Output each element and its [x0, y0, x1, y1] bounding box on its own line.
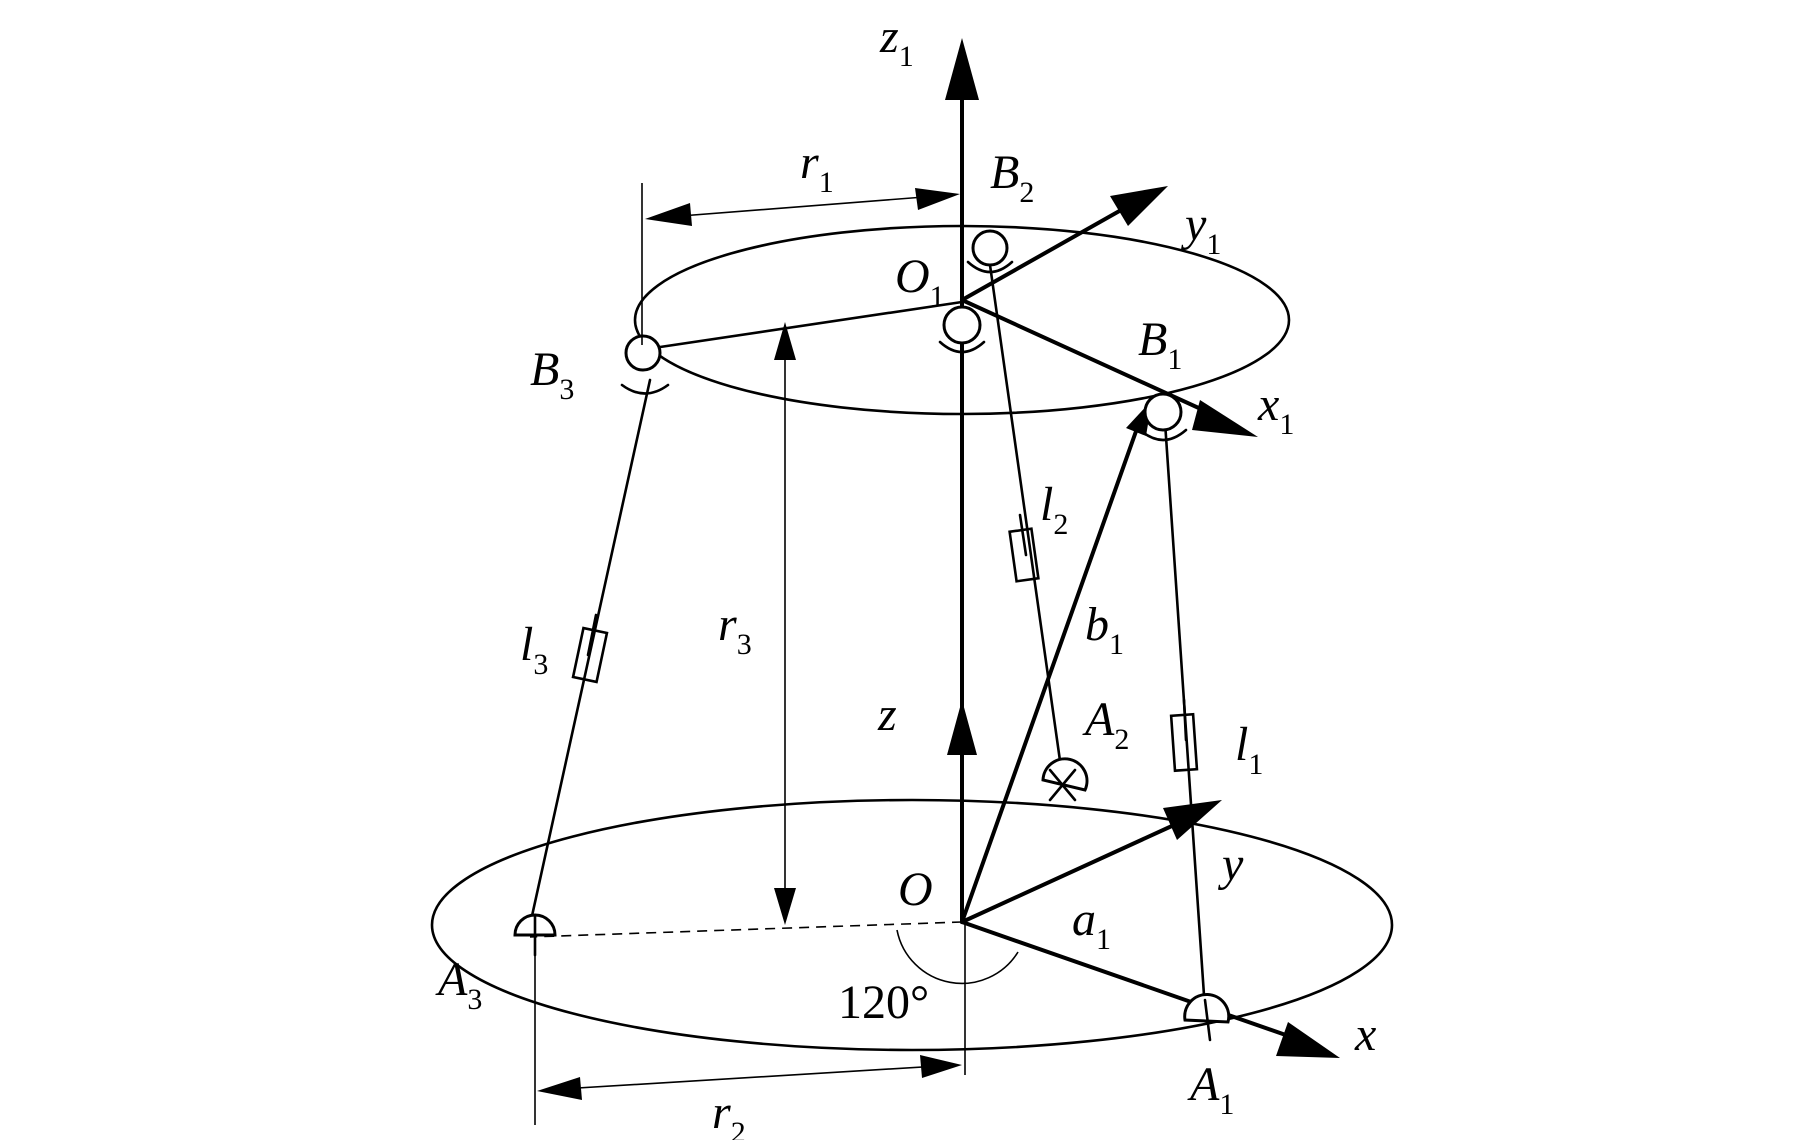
- z-axis-arrowhead: [947, 700, 977, 755]
- leg-l1-actuator-inner: [1182, 698, 1188, 742]
- base-radius-A3: [529, 921, 963, 938]
- dim-r3-arrow-top: [774, 322, 796, 360]
- label-r3: r3: [718, 598, 752, 661]
- joint-B1: [1143, 392, 1183, 432]
- leg-l2-actuator: [1008, 527, 1040, 583]
- y1-axis-arrowhead: [1110, 186, 1168, 226]
- label-l1: l1: [1235, 718, 1263, 781]
- dim-r1-arrow-right: [915, 188, 960, 210]
- label-A2: A2: [1082, 693, 1129, 756]
- label-z1: z1: [879, 10, 914, 73]
- label-B3: B3: [530, 343, 574, 406]
- label-r1: r1: [800, 136, 834, 199]
- leg-l2: [988, 263, 1065, 784]
- x-axis-arrowhead: [1276, 1022, 1340, 1058]
- label-y1: y1: [1180, 198, 1221, 261]
- label-l3: l3: [520, 618, 548, 681]
- label-O: O: [898, 863, 933, 916]
- joint-O1-cup: [938, 340, 986, 354]
- label-B1: B1: [1138, 313, 1182, 376]
- y1-axis: [960, 203, 1132, 302]
- vector-b1: [960, 418, 1142, 924]
- dim-r1-arrow-left: [645, 203, 692, 226]
- joint-A2: [1041, 757, 1089, 792]
- dim-r2-arrow-left: [537, 1077, 582, 1100]
- dim-r3-arrow-bottom: [774, 888, 796, 925]
- label-x: x: [1354, 1008, 1376, 1061]
- z1-axis-arrowhead: [945, 38, 979, 100]
- dim-r2: [544, 1064, 956, 1091]
- joint-A2-cross-b: [1048, 768, 1077, 802]
- joint-B1-cup: [1138, 428, 1188, 442]
- label-r2: r2: [712, 1086, 746, 1140]
- y-axis: [960, 818, 1187, 924]
- base-ellipse: [430, 798, 1394, 1052]
- x1-axis-arrowhead: [1192, 400, 1258, 437]
- x-axis: [960, 920, 1302, 1042]
- label-b1: b1: [1085, 598, 1124, 661]
- angle-arc: [896, 929, 1019, 985]
- x1-axis: [960, 298, 1227, 422]
- joint-B3-cup: [620, 383, 670, 395]
- label-A3: A3: [435, 953, 482, 1016]
- leg-l1-actuator: [1169, 712, 1199, 773]
- label-A1: A1: [1187, 1058, 1234, 1121]
- leg-l2-actuator-inner: [1018, 513, 1028, 557]
- joint-O1: [942, 305, 982, 345]
- label-angle-120: 120°: [838, 976, 929, 1029]
- label-z: z: [877, 688, 897, 741]
- label-y: y: [1217, 838, 1244, 891]
- leg-l3-actuator: [571, 626, 609, 684]
- joint-B2-cup: [966, 260, 1014, 274]
- label-l2: l2: [1040, 478, 1068, 541]
- dim-r2-arrow-right: [920, 1055, 962, 1078]
- joint-B3: [624, 334, 662, 372]
- leg-l3-actuator-inner: [586, 613, 598, 657]
- joint-B2: [971, 229, 1009, 267]
- dim-r1: [654, 194, 951, 219]
- label-B2: B2: [990, 146, 1034, 209]
- label-a1: a1: [1072, 893, 1111, 956]
- leg-l3: [528, 378, 652, 927]
- label-x1: x1: [1257, 378, 1294, 441]
- joint-A1-line: [1203, 998, 1212, 1042]
- top-radius-B3: [638, 300, 964, 352]
- label-O1: O1: [895, 250, 945, 313]
